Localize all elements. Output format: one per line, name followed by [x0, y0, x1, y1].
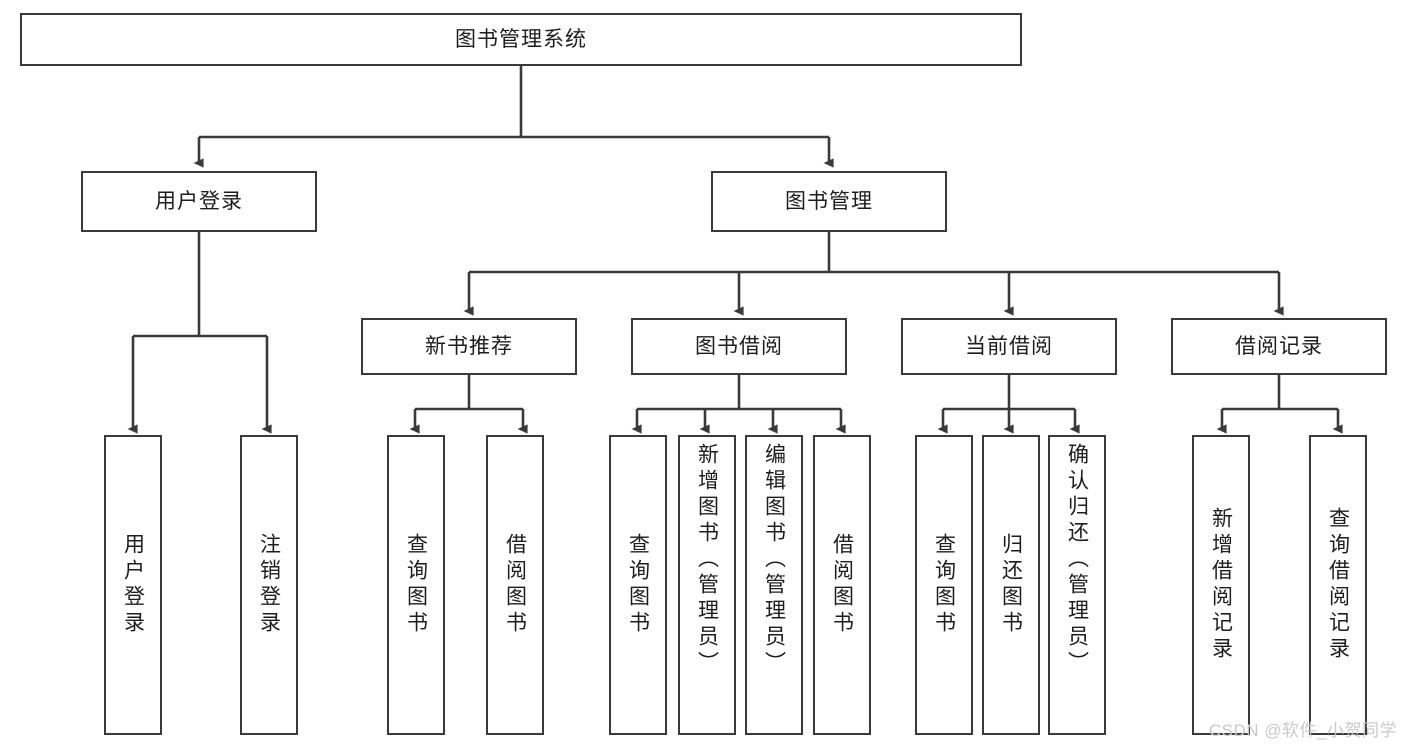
node-borrow-record-label: 借阅记录: [1235, 334, 1323, 358]
leaf-add-record[interactable]: 新增借阅记录: [1192, 435, 1250, 735]
leaf-user-login[interactable]: 用户登录: [104, 435, 162, 735]
leaf-query-book-2-label: 查询图书: [626, 533, 650, 637]
node-current-borrow-label: 当前借阅: [965, 334, 1053, 358]
leaf-query-book-1[interactable]: 查询图书: [387, 435, 445, 735]
leaf-query-book-3[interactable]: 查询图书: [915, 435, 973, 735]
leaf-borrow-book-2[interactable]: 借阅图书: [813, 435, 871, 735]
watermark-text: CSDN @软件_小贺同学: [1208, 721, 1397, 740]
leaf-edit-book[interactable]: 编辑图书（管理员）: [745, 435, 803, 735]
node-book-borrow-label: 图书借阅: [695, 334, 783, 358]
node-book-management-label: 图书管理: [785, 189, 873, 213]
node-root[interactable]: 图书管理系统: [20, 13, 1022, 66]
node-user-login[interactable]: 用户登录: [81, 171, 317, 232]
leaf-confirm-return[interactable]: 确认归还（管理员）: [1048, 435, 1106, 735]
leaf-user-login-label: 用户登录: [121, 533, 145, 637]
leaf-add-record-label: 新增借阅记录: [1209, 507, 1233, 663]
leaf-return-book[interactable]: 归还图书: [982, 435, 1040, 735]
leaf-borrow-book-1[interactable]: 借阅图书: [486, 435, 544, 735]
node-book-borrow[interactable]: 图书借阅: [631, 318, 847, 375]
leaf-query-book-1-label: 查询图书: [404, 533, 428, 637]
node-new-book-recommend[interactable]: 新书推荐: [361, 318, 577, 375]
leaf-confirm-return-label: 确认归还（管理员）: [1065, 443, 1089, 677]
leaf-borrow-book-2-label: 借阅图书: [830, 533, 854, 637]
leaf-query-record[interactable]: 查询借阅记录: [1309, 435, 1367, 735]
leaf-borrow-book-1-label: 借阅图书: [503, 533, 527, 637]
leaf-query-book-2[interactable]: 查询图书: [609, 435, 667, 735]
leaf-edit-book-label: 编辑图书（管理员）: [762, 443, 786, 677]
node-book-management[interactable]: 图书管理: [711, 171, 947, 232]
leaf-add-book[interactable]: 新增图书（管理员）: [678, 435, 736, 735]
node-new-book-recommend-label: 新书推荐: [425, 334, 513, 358]
leaf-user-logout[interactable]: 注销登录: [240, 435, 298, 735]
leaf-return-book-label: 归还图书: [999, 533, 1023, 637]
leaf-query-book-3-label: 查询图书: [932, 533, 956, 637]
leaf-query-record-label: 查询借阅记录: [1326, 507, 1350, 663]
node-current-borrow[interactable]: 当前借阅: [901, 318, 1117, 375]
leaf-add-book-label: 新增图书（管理员）: [695, 443, 719, 677]
leaf-user-logout-label: 注销登录: [257, 533, 281, 637]
node-borrow-record[interactable]: 借阅记录: [1171, 318, 1387, 375]
node-root-label: 图书管理系统: [455, 27, 587, 51]
node-user-login-label: 用户登录: [155, 189, 243, 213]
